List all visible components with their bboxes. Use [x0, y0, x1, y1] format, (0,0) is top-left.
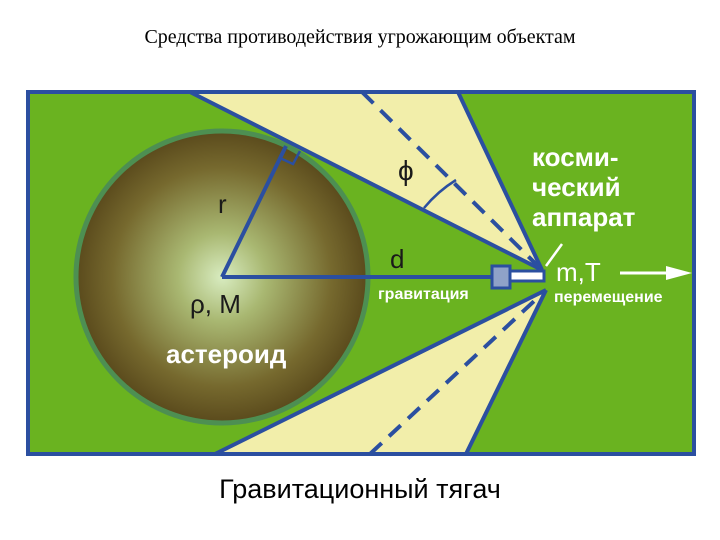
upper-beam-outer-edge: [456, 92, 544, 271]
mass-thrust-label: m,T: [556, 257, 601, 287]
spacecraft-boom: [508, 269, 546, 283]
distance-label: d: [390, 244, 404, 274]
spacecraft-pointer: [544, 243, 564, 267]
spacecraft-label-line3: аппарат: [532, 202, 636, 232]
lower-beam-outer-edge: [464, 289, 548, 454]
spacecraft-label-line2: ческий: [532, 172, 621, 202]
density-mass-label: ρ, M: [190, 289, 241, 319]
spacecraft-body: [490, 264, 512, 290]
spacecraft-label-line1: косми-: [532, 142, 619, 172]
slide-caption: Гравитационный тягач: [219, 474, 501, 504]
asteroid-label: астероид: [166, 339, 287, 369]
displacement-arrow-head: [666, 266, 692, 280]
displacement-label: перемещение: [554, 289, 663, 306]
angle-arc: [423, 178, 457, 209]
upper-dashed-line: [360, 92, 544, 272]
radius-line: [220, 145, 288, 278]
radius-label: r: [218, 189, 227, 219]
angle-label: ϕ: [398, 155, 414, 186]
slide-title: Средства противодействия угрожающим объе…: [144, 26, 576, 48]
lower-dashed-line: [368, 288, 548, 454]
gravity-label: гравитация: [378, 286, 469, 303]
diagram-frame: [26, 90, 696, 456]
right-angle-marker: [279, 150, 302, 166]
lower-tangent-line: [214, 288, 547, 454]
upper-tangent-line: [189, 92, 543, 272]
